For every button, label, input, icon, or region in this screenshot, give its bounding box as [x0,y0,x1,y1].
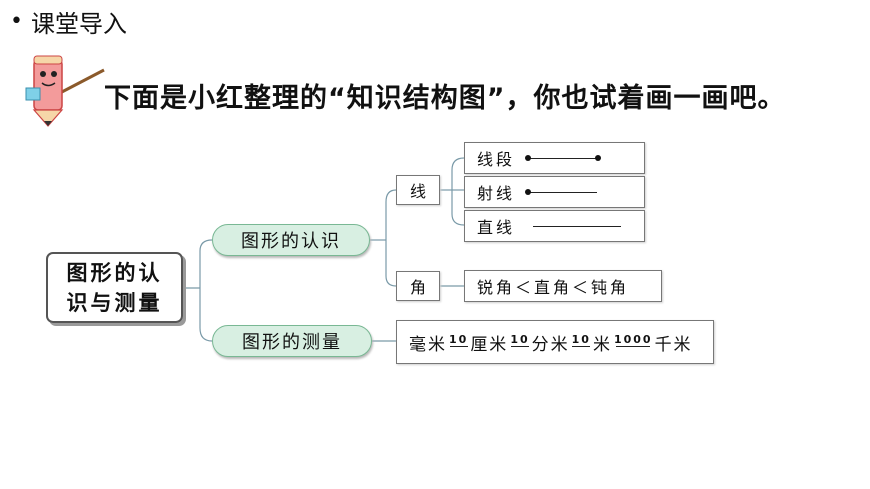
bullet: • [10,9,23,34]
node-line: 线 [396,175,440,205]
branch-recognize-label: 图形的认识 [241,231,341,252]
unit-dm: 分米 [531,334,570,355]
segment-shape [525,154,602,161]
root-node: 图形的认识与测量 [46,252,183,323]
angle-relation-box: 锐角＜直角＜钝角 [464,270,662,302]
unit-conversion-row: 毫米 10 厘米 10 分米 10 米 1000 千米 [409,330,693,355]
line-type-straight: 直线 [464,210,645,242]
segment-label: 线段 [477,150,516,169]
unit-m: 米 [592,334,612,355]
unit-mm: 毫米 [409,334,447,355]
instruction-text: 下面是小红整理的“知识结构图”，你也试着画一画吧。 [104,83,786,114]
node-line-label: 线 [409,182,426,201]
unit-km: 千米 [654,334,693,355]
line-type-ray: 射线 [464,176,645,208]
section-title: 课堂导入 [30,10,127,38]
line-type-segment: 线段 [464,142,645,174]
angle-relation-text: 锐角＜直角＜钝角 [477,278,630,297]
rate-m-km: 1000 [613,332,653,347]
unit-cm: 厘米 [470,334,509,355]
ray-shape [525,188,598,195]
branch-recognize: 图形的认识 [212,224,370,256]
rate-cm-dm: 10 [510,332,530,347]
rate-mm-cm: 10 [449,332,469,347]
node-angle-label: 角 [409,278,426,297]
pencil-teacher-icon [25,55,105,127]
section-header: • 课堂导入 [10,4,127,39]
node-angle: 角 [396,271,440,301]
rate-dm-m: 10 [571,332,591,347]
unit-conversion-box: 毫米 10 厘米 10 分米 10 米 1000 千米 [396,320,714,364]
straight-line-label: 直线 [477,218,516,237]
branch-measure: 图形的测量 [212,325,372,357]
branch-measure-label: 图形的测量 [242,332,342,353]
ray-label: 射线 [477,184,516,203]
straight-line-shape [533,225,622,227]
root-label: 图形的认识与测量 [66,260,163,315]
